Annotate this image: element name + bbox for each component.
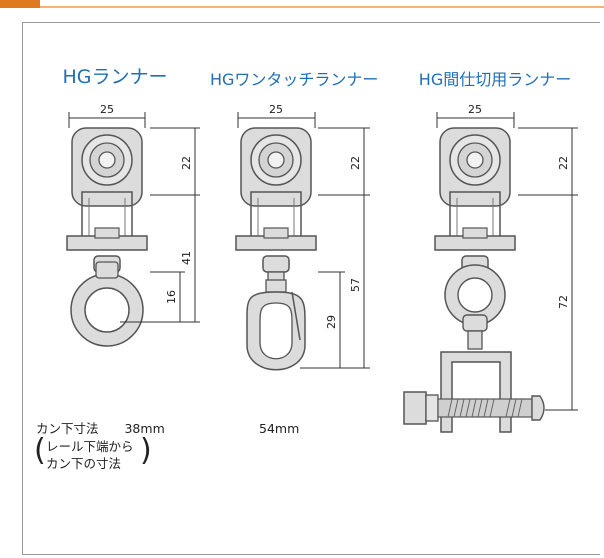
- note-label: カン下寸法 38mm: [36, 421, 165, 437]
- runner-1-dimensions: [68, 112, 200, 323]
- runner-1-drawing: [66, 127, 148, 347]
- note-paren-line-1: レール下端から: [46, 439, 134, 454]
- title-hg-runner: HGランナー: [62, 66, 168, 88]
- runner-1-ring-label: 16: [165, 290, 178, 304]
- header-accent-tab: [0, 0, 40, 8]
- runner-3-top-label: 22: [557, 156, 570, 170]
- runner-2-width-label: 25: [269, 103, 283, 116]
- header-rule: [40, 6, 604, 8]
- note-close-paren: ): [140, 433, 152, 468]
- runner-2-drawing: [235, 127, 317, 371]
- runner-3-width-label: 25: [468, 103, 482, 116]
- runner-2-top-label: 22: [349, 156, 362, 170]
- note-open-paren: (: [34, 433, 46, 468]
- runner-1-width-label: 25: [100, 103, 114, 116]
- note-runner-1-value: 38mm: [124, 421, 165, 436]
- runner-2-hook-label: 29: [325, 315, 338, 329]
- runner-3-drawing: [403, 127, 545, 433]
- runner-1-total-label: 41: [180, 251, 193, 265]
- note-kan-shita-label: カン下寸法: [36, 421, 99, 436]
- title-hg-partition-runner: HG間仕切用ランナー: [418, 70, 572, 89]
- runner-2-dimensions: [237, 112, 370, 369]
- title-hg-onetouch-runner: HGワンタッチランナー: [210, 70, 379, 89]
- runner-1-top-label: 22: [180, 156, 193, 170]
- runner-3-total-label: 72: [557, 295, 570, 309]
- note-runner-2-value: 54mm: [259, 421, 300, 436]
- note-paren-line-2: カン下の寸法: [46, 456, 122, 471]
- runner-2-total-label: 57: [349, 278, 362, 292]
- runner-3-dimensions: [436, 112, 578, 411]
- header-bar: [0, 0, 604, 12]
